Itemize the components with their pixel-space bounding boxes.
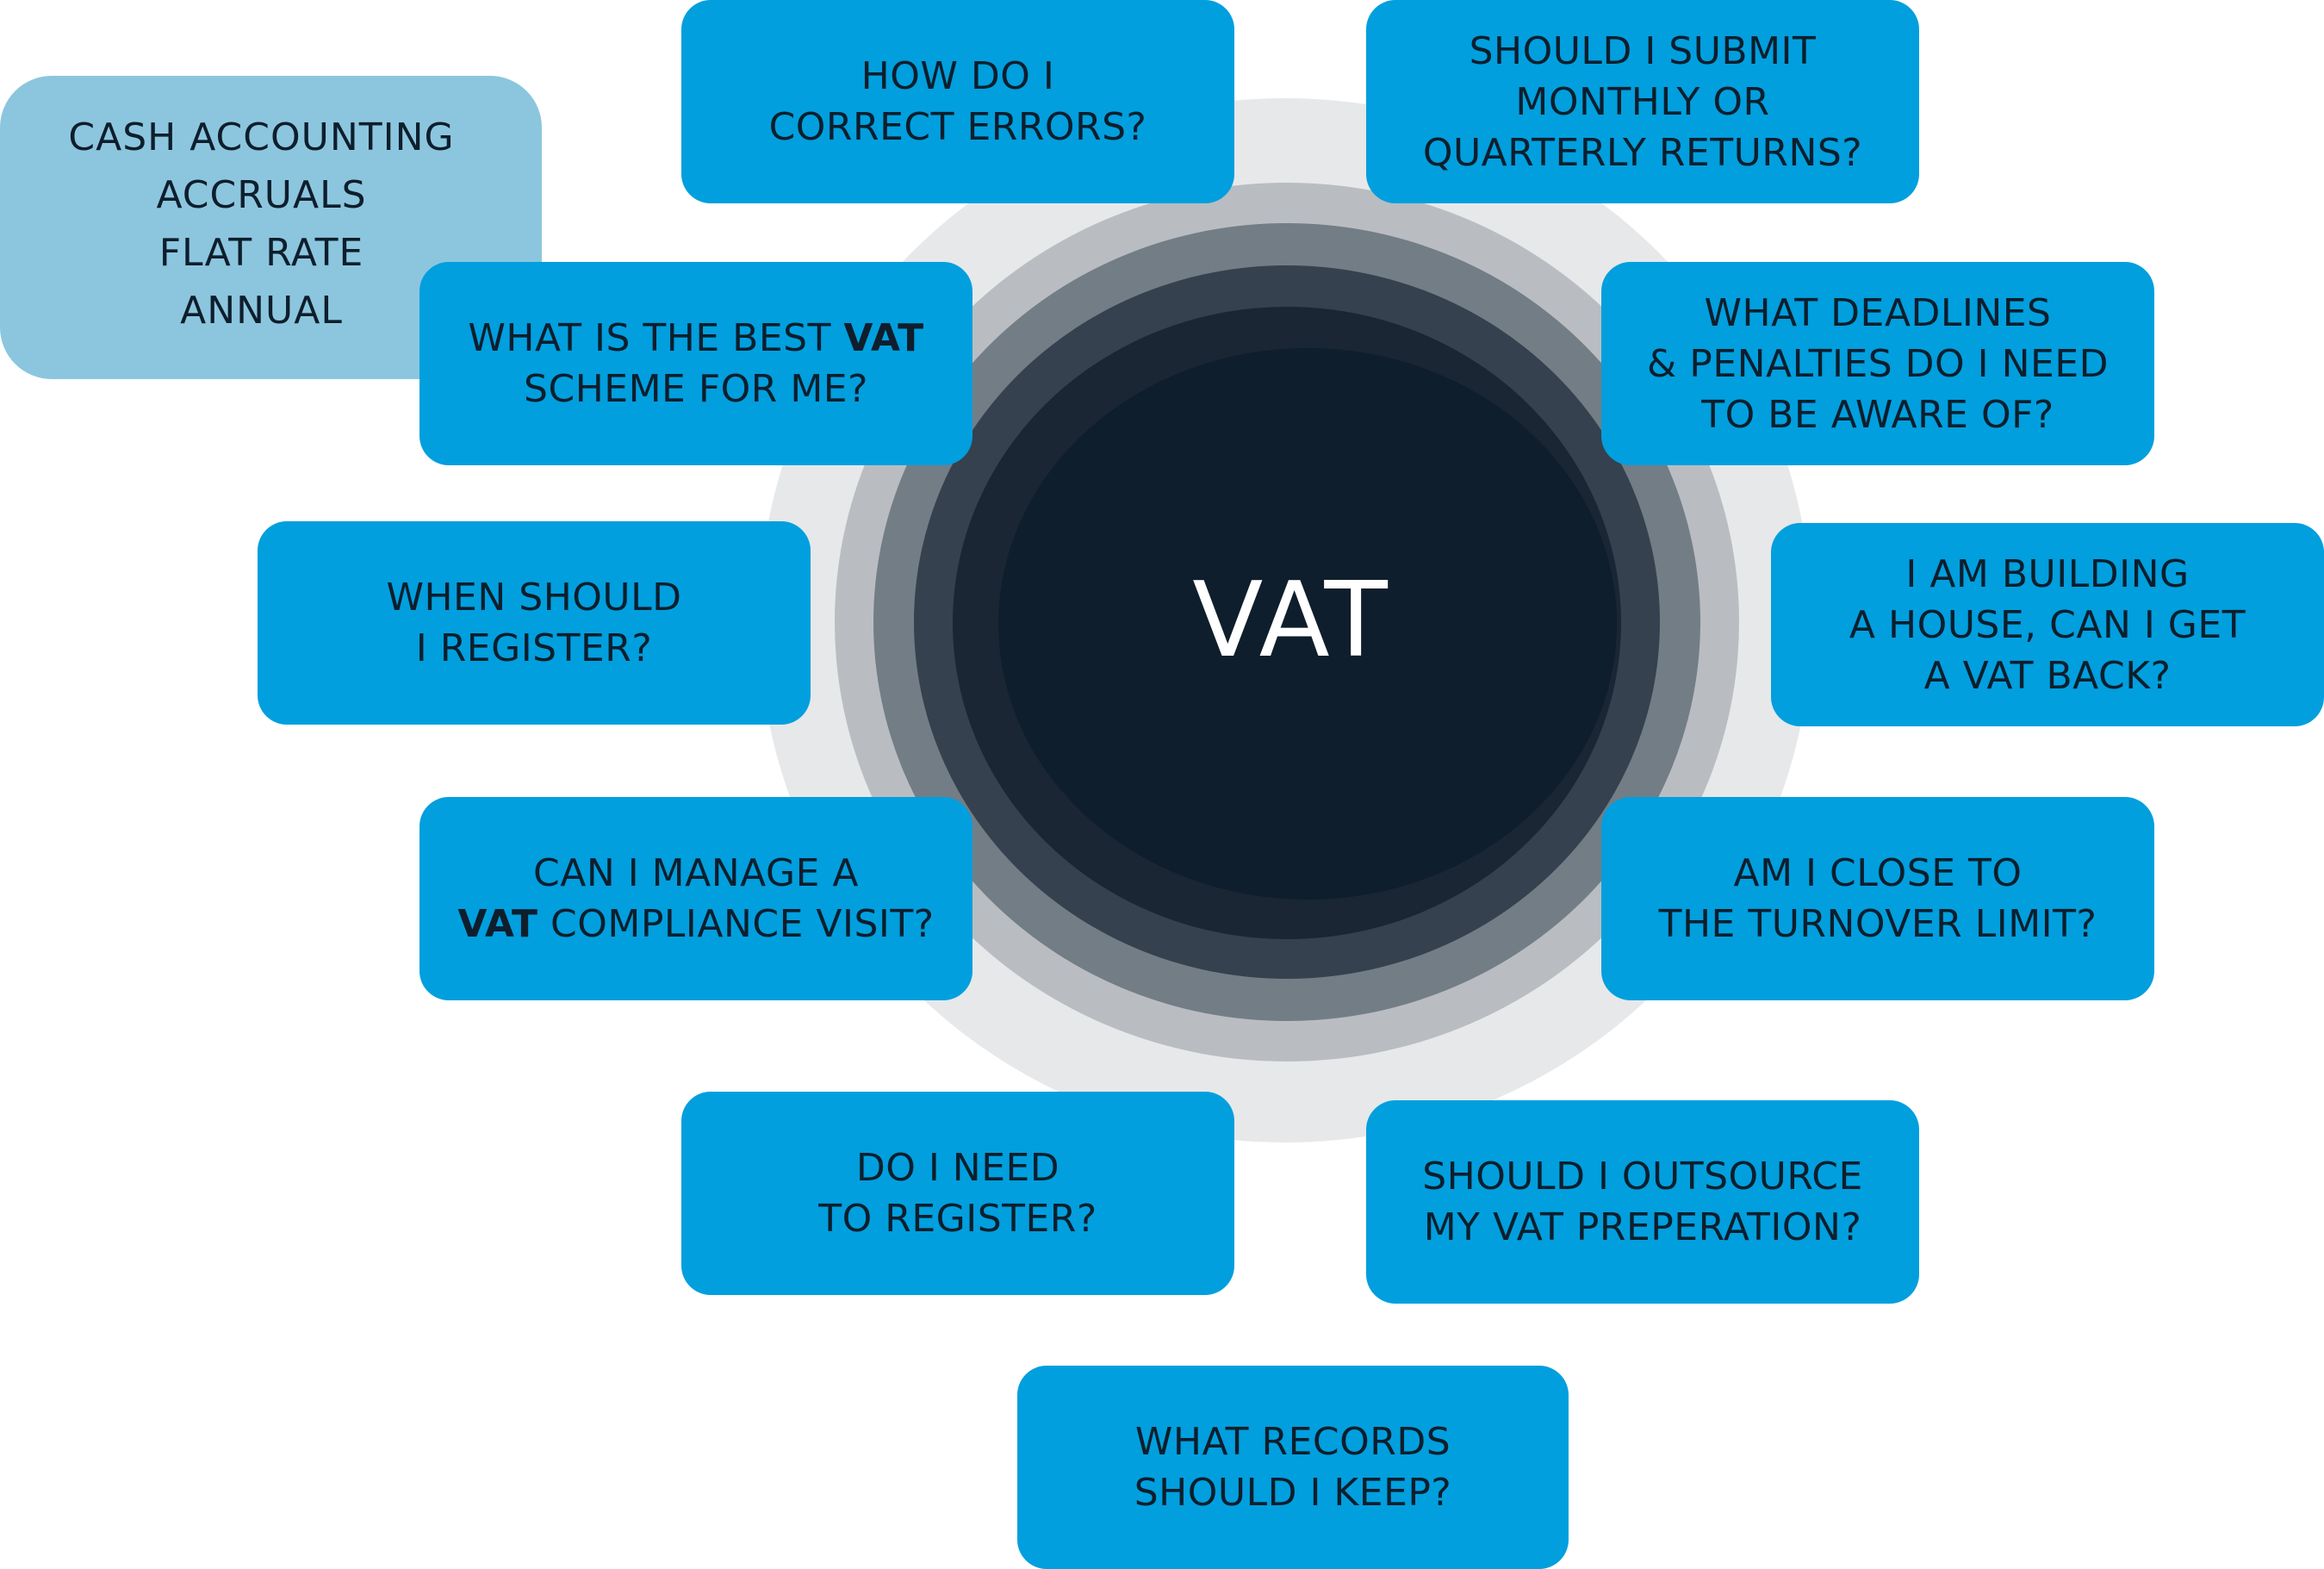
question-text: A HOUSE, CAN I GET	[1849, 602, 2246, 647]
question-text: THE TURNOVER LIMIT?	[1658, 902, 2097, 946]
scheme-option: FLAT RATE	[158, 231, 364, 275]
question-text: I REGISTER?	[415, 626, 653, 670]
scheme-option: ACCRUALS	[156, 173, 367, 217]
question-records: WHAT RECORDS SHOULD I KEEP?	[1017, 1366, 1569, 1569]
question-monthly-quarterly: SHOULD I SUBMIT MONTHLY OR QUARTERLY RET…	[1366, 0, 1919, 203]
question-text: I AM BUILDING	[1905, 551, 2190, 596]
question-text: TO BE AWARE OF?	[1701, 392, 2054, 437]
scheme-option: CASH ACCOUNTING	[68, 115, 455, 159]
question-text: WHAT DEADLINES	[1704, 290, 2052, 335]
question-when-register: WHEN SHOULD I REGISTER?	[258, 521, 811, 725]
question-correct-errors: HOW DO I CORRECT ERRORS?	[681, 0, 1234, 203]
question-best-scheme: WHAT IS THE BEST VAT SCHEME FOR ME?	[419, 262, 972, 465]
question-text: SHOULD I OUTSOURCE	[1422, 1155, 1863, 1199]
question-text: SCHEME FOR ME?	[524, 367, 868, 411]
question-text: WHAT IS THE BEST VAT	[468, 316, 924, 360]
question-text: A VAT BACK?	[1923, 653, 2172, 698]
question-text: SHOULD I KEEP?	[1134, 1471, 1452, 1515]
question-text: MY VAT PREPERATION?	[1423, 1205, 1862, 1249]
question-text: HOW DO I	[861, 54, 1055, 98]
question-text: MONTHLY OR	[1515, 79, 1770, 124]
question-text: VAT COMPLIANCE VISIT?	[457, 902, 935, 946]
scheme-option: ANNUAL	[180, 289, 343, 333]
question-text: & PENALTIES DO I NEED	[1646, 341, 2110, 386]
question-text: WHEN SHOULD	[386, 576, 682, 620]
question-compliance-visit: CAN I MANAGE A VAT COMPLIANCE VISIT?	[419, 797, 972, 1000]
vat-scheme-options: CASH ACCOUNTING ACCRUALS FLAT RATE ANNUA…	[0, 76, 542, 379]
question-text: CAN I MANAGE A	[533, 851, 859, 895]
question-text: CORRECT ERRORS?	[768, 105, 1147, 149]
question-deadlines: WHAT DEADLINES & PENALTIES DO I NEED TO …	[1601, 262, 2154, 465]
question-building-house: I AM BUILDING A HOUSE, CAN I GET A VAT B…	[1771, 523, 2324, 726]
vat-emphasis: VAT	[843, 316, 924, 360]
question-text: AM I CLOSE TO	[1733, 851, 2023, 895]
vat-emphasis: VAT	[457, 902, 538, 946]
question-text: SHOULD I SUBMIT	[1469, 28, 1817, 73]
question-text: TO REGISTER?	[818, 1197, 1097, 1241]
question-text: QUARTERLY RETURNS?	[1422, 130, 1863, 175]
question-text: DO I NEED	[855, 1146, 1060, 1190]
question-need-register: DO I NEED TO REGISTER?	[681, 1092, 1234, 1295]
question-outsource: SHOULD I OUTSOURCE MY VAT PREPERATION?	[1366, 1100, 1919, 1304]
center-vat-label: VAT	[1192, 560, 1390, 681]
center-core	[998, 348, 1617, 900]
question-turnover-limit: AM I CLOSE TO THE TURNOVER LIMIT?	[1601, 797, 2154, 1000]
question-text: WHAT RECORDS	[1134, 1420, 1451, 1464]
